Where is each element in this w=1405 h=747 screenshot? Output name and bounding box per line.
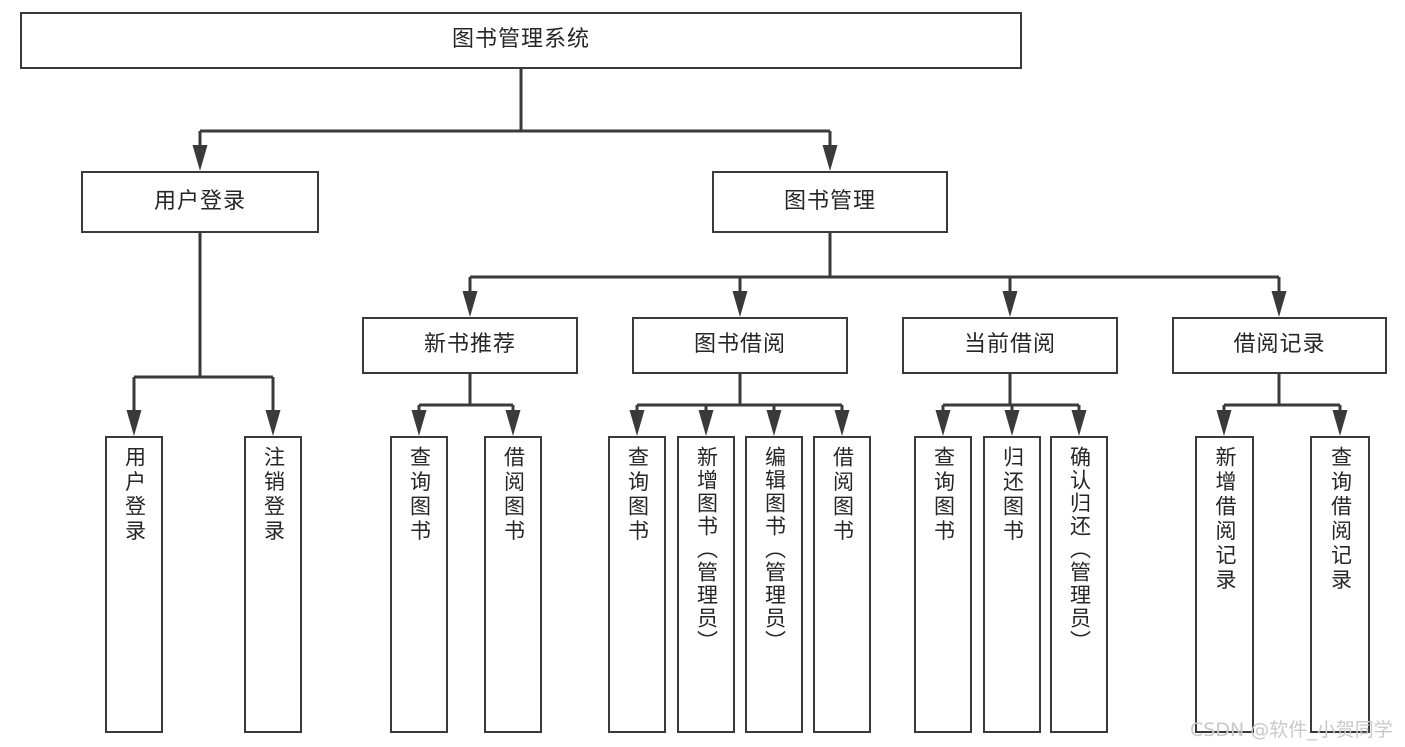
node-root-system[interactable]: 图书管理系统 [20,12,1022,69]
leaf-node-label: 查询图书 [407,446,432,544]
leaf-node-label: 借阅图书 [501,446,526,544]
leaf-node[interactable]: 查询图书 [914,436,972,733]
leaf-node[interactable]: 借阅图书 [813,436,871,733]
leaf-node[interactable]: 新增借阅记录 [1195,436,1254,733]
leaf-node[interactable]: 借阅图书 [484,436,542,733]
leaf-node[interactable]: 归还图书 [983,436,1041,733]
node-borrow-record[interactable]: 借阅记录 [1172,317,1387,374]
leaf-node-label: 确认归还（管理员） [1067,446,1092,653]
leaf-node[interactable]: 确认归还（管理员） [1050,436,1108,733]
node-book-borrow-label: 图书借阅 [693,332,786,358]
leaf-node-label: 查询借阅记录 [1328,446,1353,593]
leaf-node-label: 新增借阅记录 [1213,446,1237,593]
leaf-node[interactable]: 查询图书 [608,436,666,733]
node-user-login[interactable]: 用户登录 [81,171,319,233]
leaf-node-label: 编辑图书（管理员） [762,446,787,653]
leaf-node[interactable]: 查询图书 [390,436,448,733]
leaf-node[interactable]: 查询借阅记录 [1310,436,1370,733]
leaf-node[interactable]: 用户登录 [105,436,163,733]
leaf-node[interactable]: 编辑图书（管理员） [745,436,803,733]
leaf-node-label: 归还图书 [1000,446,1025,544]
node-book-management[interactable]: 图书管理 [712,171,948,233]
leaf-node[interactable]: 新增图书（管理员） [677,436,735,733]
node-current-borrow-label: 当前借阅 [963,332,1056,358]
node-book-borrow[interactable]: 图书借阅 [632,317,848,374]
node-user-login-label: 用户登录 [153,188,246,214]
leaf-node-label: 查询图书 [625,446,650,544]
leaf-node-label: 用户登录 [122,446,147,544]
node-new-book-recommend[interactable]: 新书推荐 [362,317,578,374]
leaf-node[interactable]: 注销登录 [244,436,302,733]
leaf-node-label: 新增图书（管理员） [694,446,719,653]
node-root-label: 图书管理系统 [451,27,590,53]
node-borrow-record-label: 借阅记录 [1233,332,1326,358]
leaf-node-label: 查询图书 [931,446,956,544]
leaf-node-label: 借阅图书 [830,446,855,544]
node-new-book-recommend-label: 新书推荐 [423,332,516,358]
node-book-management-label: 图书管理 [783,188,876,214]
node-current-borrow[interactable]: 当前借阅 [902,317,1118,374]
leaf-node-label: 注销登录 [261,446,286,544]
